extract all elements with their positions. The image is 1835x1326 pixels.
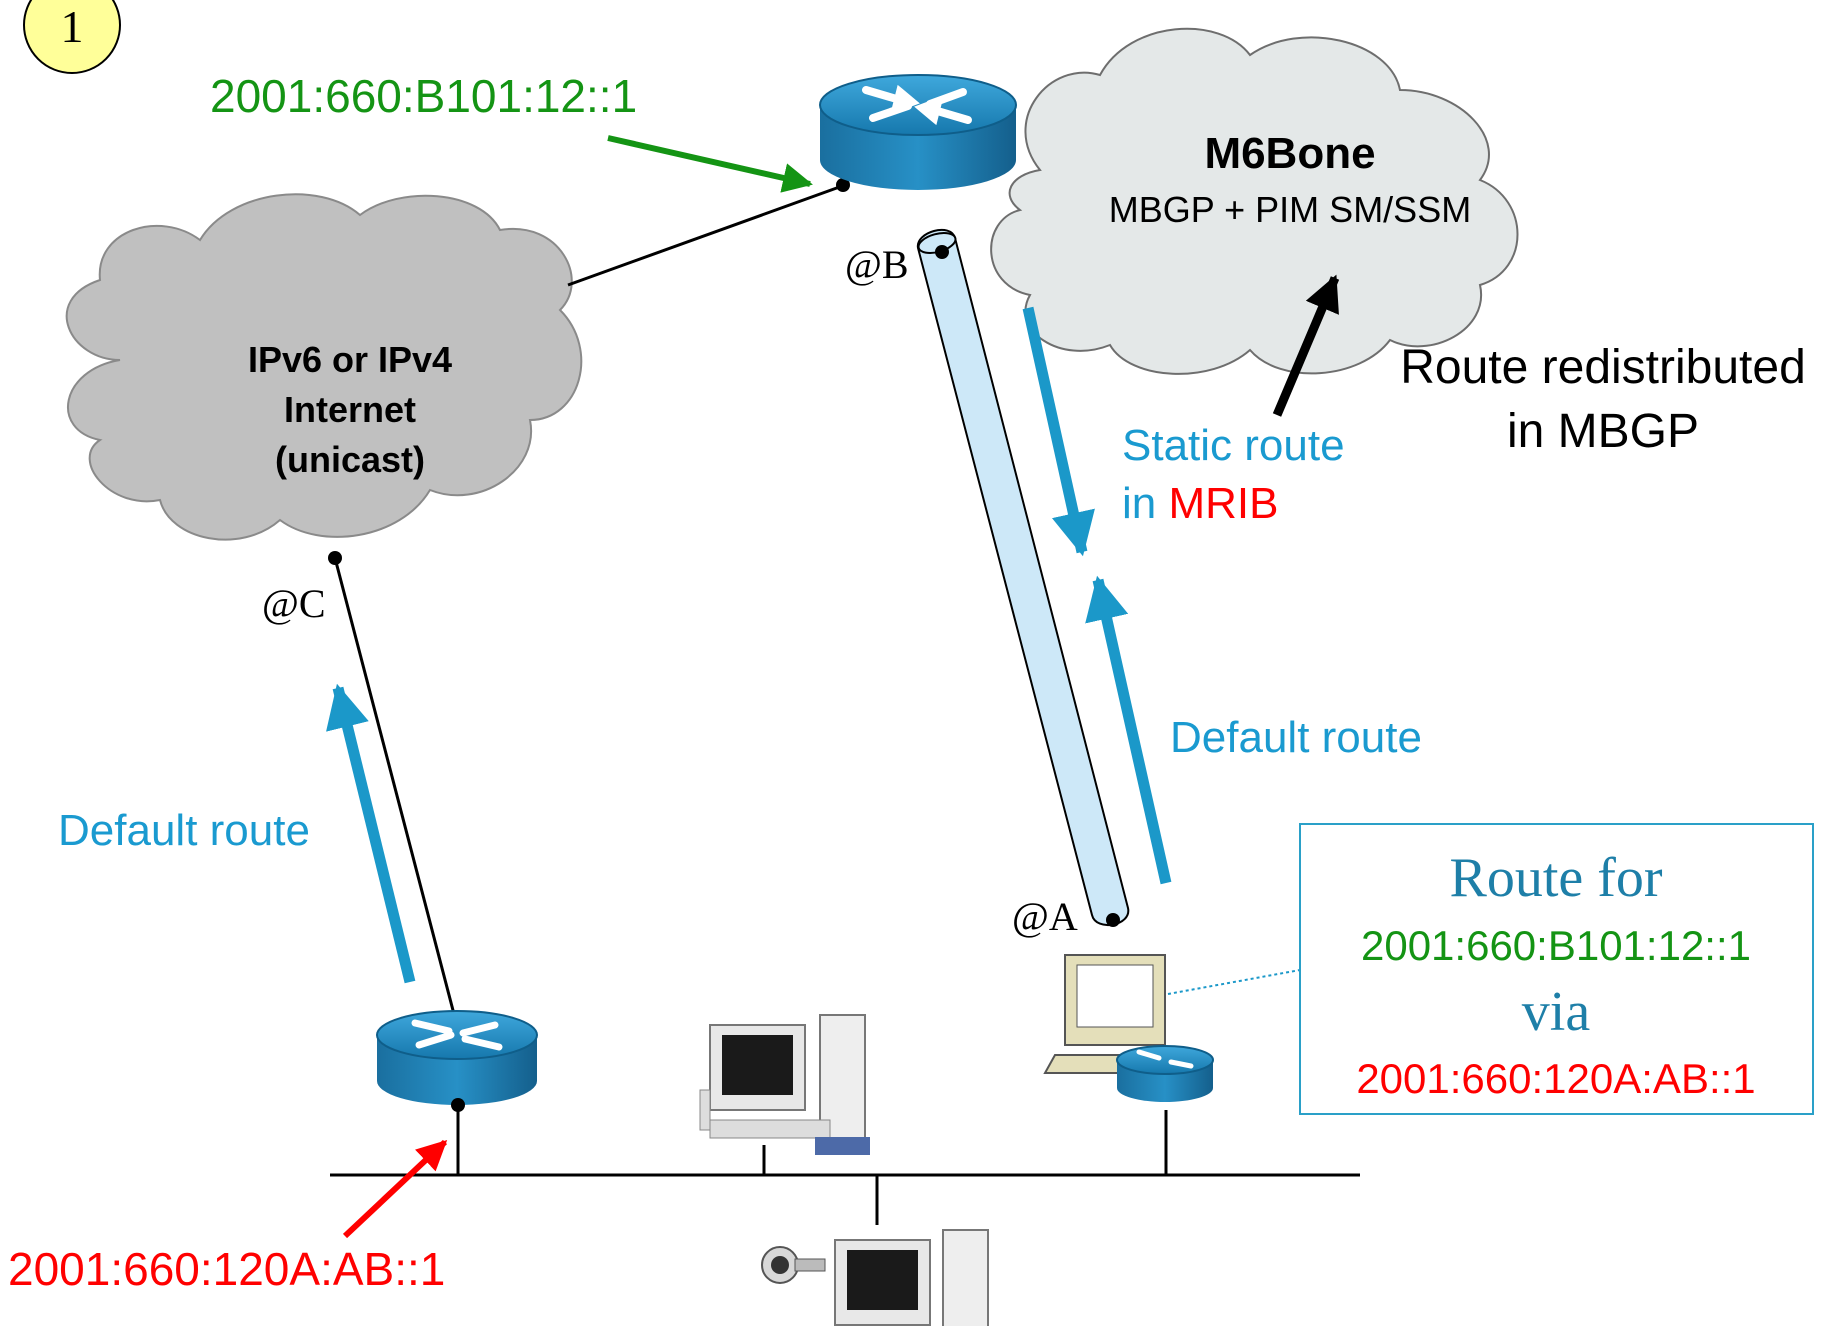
router-icon-host <box>1116 1045 1214 1102</box>
m6bone-subtitle: MBGP + PIM SM/SSM <box>1109 189 1471 230</box>
step-badge: 1 <box>23 0 121 74</box>
redistributed-label-line1: Route redistributed <box>1400 341 1806 394</box>
redistribute-arrow <box>1272 274 1340 417</box>
route-box: Route for 2001:660:B101:12::1 via 2001:6… <box>1299 823 1814 1115</box>
static-route-arrow <box>1022 306 1095 557</box>
route-box-title: Route for <box>1449 847 1662 909</box>
router-icon <box>819 74 1017 190</box>
label-at-b: @B <box>845 242 909 287</box>
workstation-icon <box>699 1014 870 1155</box>
default-route-right-label: Default route <box>1170 713 1422 762</box>
route-box-next-hop: 2001:660:120A:AB::1 <box>1356 1055 1755 1102</box>
default-route-left-label: Default route <box>58 806 310 855</box>
workstation-icon-2 <box>834 1229 989 1326</box>
step-number: 1 <box>61 1 84 52</box>
default-route-arrow-right <box>1085 575 1172 885</box>
laptop-icon <box>1043 954 1177 1074</box>
link-top-router-internet <box>567 183 846 287</box>
internet-cloud-line2: Internet <box>284 389 416 430</box>
static-route-label-line1: Static route <box>1122 421 1345 470</box>
point-c <box>328 551 342 565</box>
top-address-label: 2001:660:B101:12::1 <box>210 70 637 122</box>
green-arrow <box>607 135 813 193</box>
internet-cloud: IPv6 or IPv4 Internet (unicast) <box>65 193 583 541</box>
internet-cloud-line3: (unicast) <box>275 439 425 480</box>
router-icon-lan <box>376 1010 538 1105</box>
m6bone-cloud: M6Bone MBGP + PIM SM/SSM <box>990 27 1519 375</box>
point-router-lan-port <box>451 1098 465 1112</box>
redistributed-label-line2: in MBGP <box>1507 405 1699 458</box>
m6bone-title: M6Bone <box>1204 129 1375 178</box>
link-bottom-router-internet <box>333 557 457 1019</box>
static-route-label-line2: in MRIB <box>1122 479 1278 528</box>
default-route-arrow-left <box>326 683 416 984</box>
label-at-c: @C <box>262 581 326 626</box>
static-route-in: in <box>1122 479 1168 528</box>
tunnel <box>916 228 1130 927</box>
route-box-address: 2001:660:B101:12::1 <box>1361 922 1751 969</box>
point-top-router-port <box>836 178 850 192</box>
point-a <box>1106 913 1120 927</box>
webcam-icon <box>761 1246 826 1284</box>
point-b <box>935 245 949 259</box>
route-box-via: via <box>1522 981 1591 1043</box>
red-arrow <box>342 1139 448 1239</box>
bottom-address-label: 2001:660:120A:AB::1 <box>8 1243 445 1295</box>
label-at-a: @A <box>1012 894 1078 939</box>
internet-cloud-line1: IPv6 or IPv4 <box>248 339 452 380</box>
mrib-label: MRIB <box>1168 479 1278 528</box>
route-box-connector <box>1167 969 1301 995</box>
